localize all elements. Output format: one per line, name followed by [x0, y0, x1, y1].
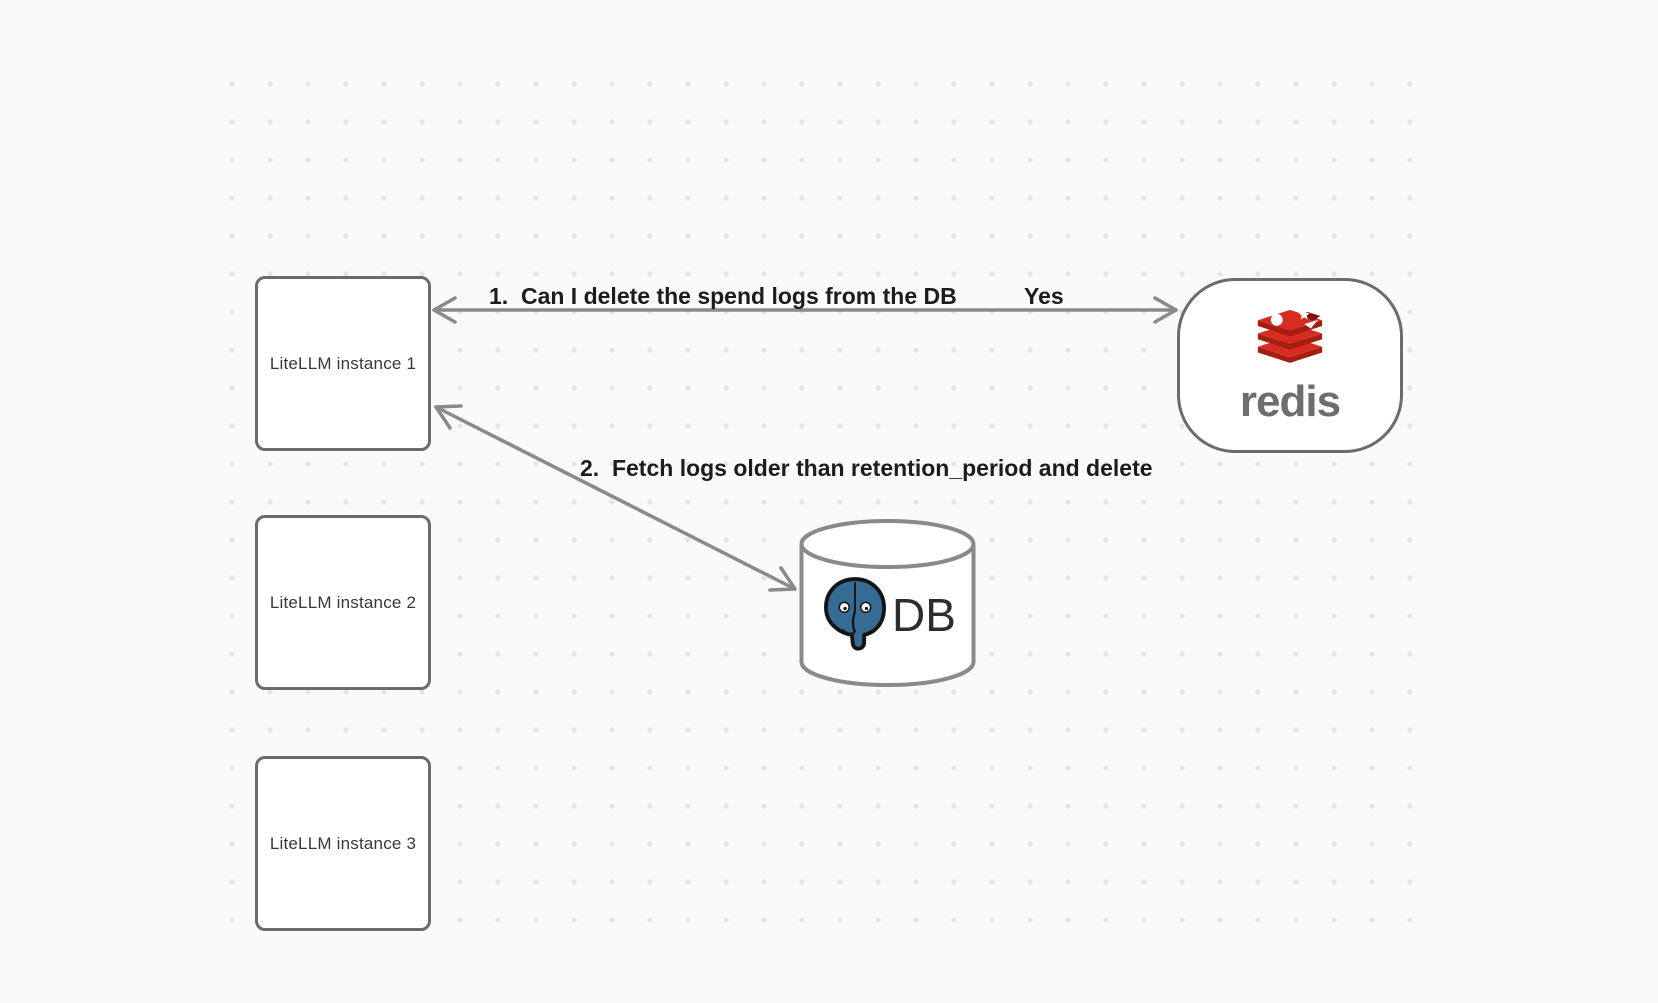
- node-label: LiteLLM instance 2: [269, 592, 417, 612]
- edge2-label: 2. Fetch logs older than retention_perio…: [580, 455, 1153, 481]
- redis-logo-icon: [1257, 308, 1323, 363]
- node-label: LiteLLM instance 1: [269, 353, 417, 373]
- node-litellm-instance-1: LiteLLM instance 1: [255, 276, 431, 451]
- edge1-response-label: Yes: [1024, 283, 1064, 309]
- redis-wordmark: redis: [1239, 376, 1341, 426]
- node-litellm-instance-2: LiteLLM instance 2: [255, 515, 431, 690]
- postgresql-logo-icon: [824, 577, 887, 651]
- node-redis: redis: [1177, 278, 1403, 453]
- edge1-label: 1. Can I delete the spend logs from the …: [489, 283, 957, 309]
- db-cylinder-shape: [799, 519, 976, 687]
- db-label: DB: [892, 589, 956, 641]
- db-node-content: DB: [798, 555, 977, 675]
- node-litellm-instance-3: LiteLLM instance 3: [255, 756, 431, 931]
- node-label: LiteLLM instance 3: [269, 833, 417, 853]
